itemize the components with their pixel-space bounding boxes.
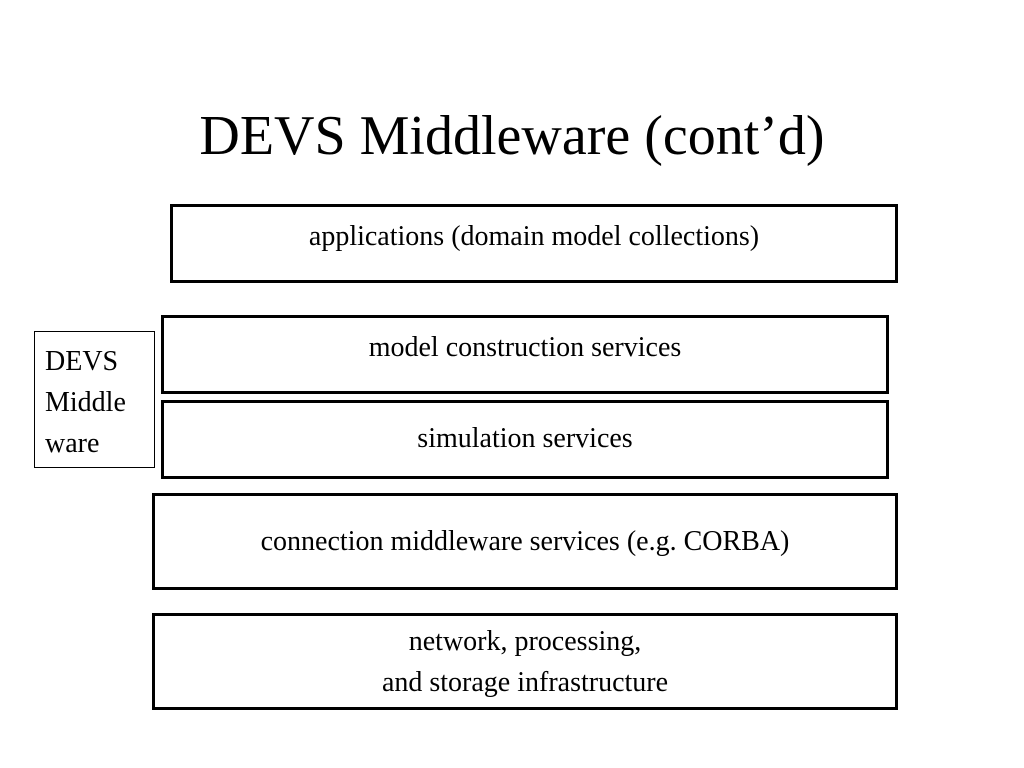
layer-model-construction-services: model construction services xyxy=(161,315,889,394)
layer-network-infrastructure: network, processing, and storage infrast… xyxy=(152,613,898,710)
layer-model-construction-label: model construction services xyxy=(368,332,682,363)
layer-applications: applications (domain model collections) xyxy=(170,204,898,283)
layer-network-label: network, processing, and storage infrast… xyxy=(381,625,669,698)
layer-connection-middleware-services: connection middleware services (e.g. COR… xyxy=(152,493,898,590)
layer-simulation-services: simulation services xyxy=(161,400,889,479)
devs-middleware-bracket-label: DEVS Middle ware xyxy=(34,331,155,468)
layer-applications-label: applications (domain model collections) xyxy=(308,221,760,252)
slide-title: DEVS Middleware (cont’d) xyxy=(199,105,825,167)
layer-connection-label: connection middleware services (e.g. COR… xyxy=(260,526,790,557)
layer-simulation-label: simulation services xyxy=(417,423,633,454)
